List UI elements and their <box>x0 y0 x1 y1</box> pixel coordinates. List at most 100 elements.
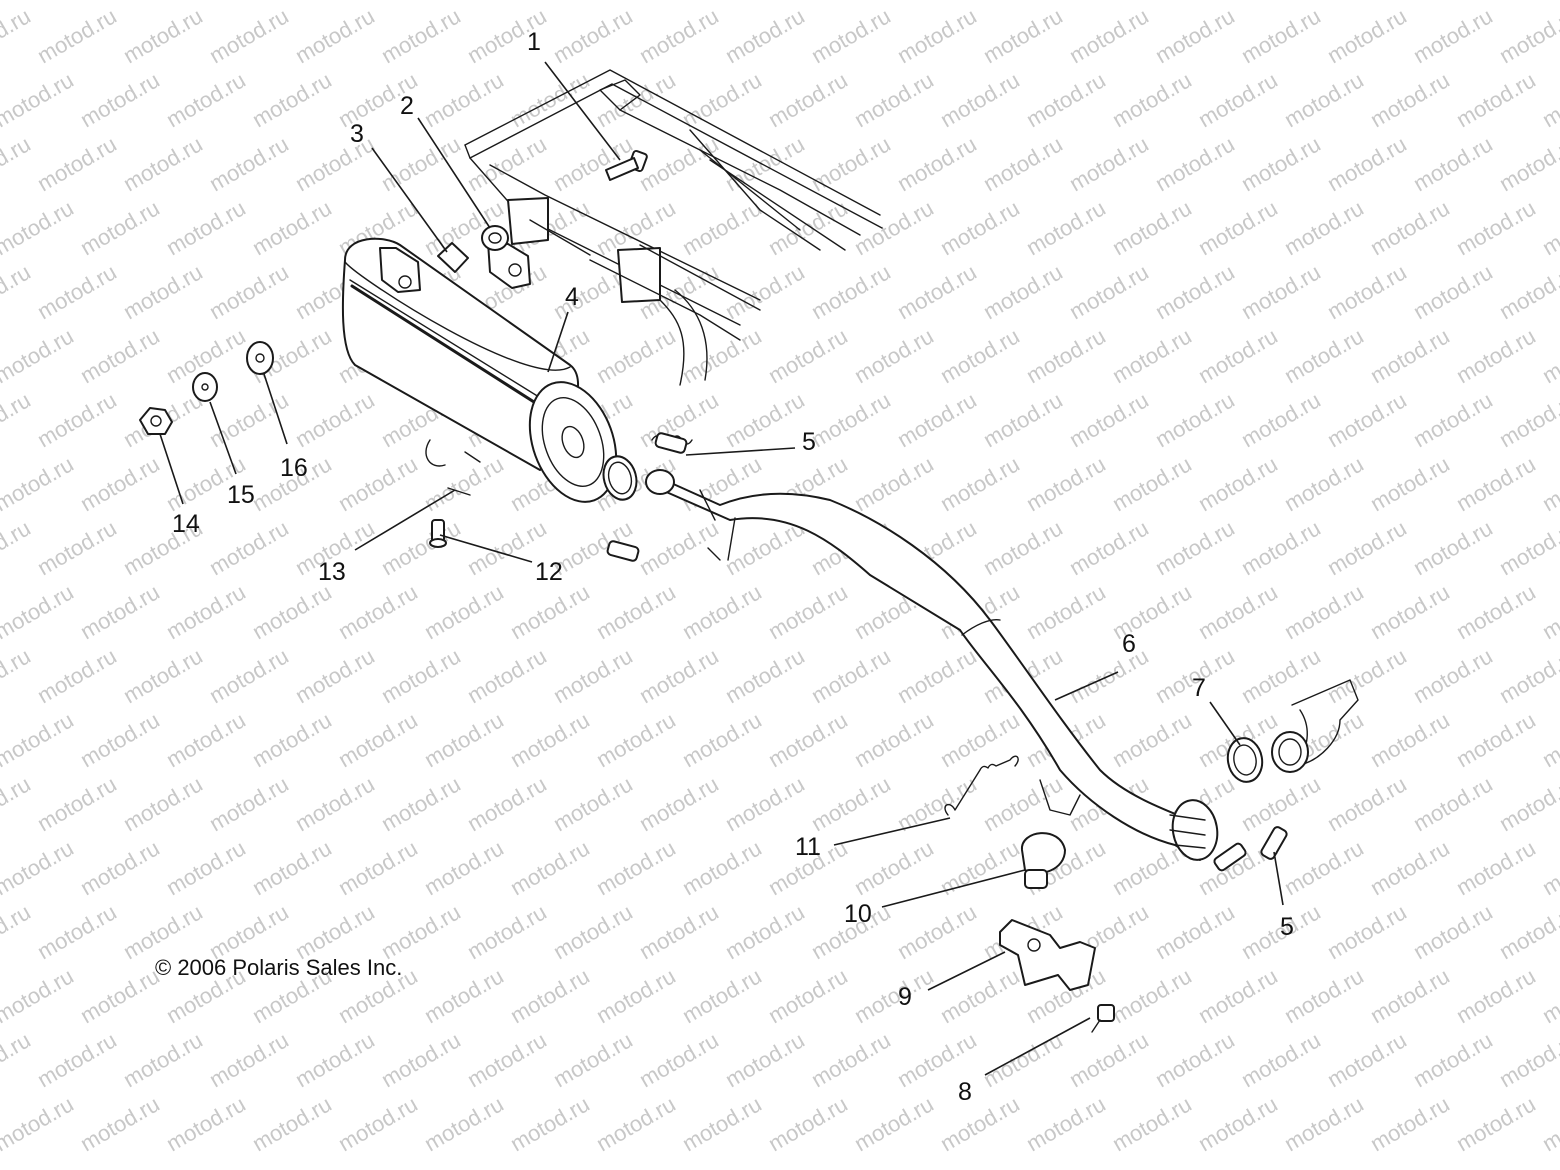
callout-7: 7 <box>1192 674 1206 702</box>
leader-lines <box>159 61 1284 1076</box>
callout-16: 16 <box>280 454 308 482</box>
watermark-text: motod.ru <box>1452 451 1540 516</box>
watermark-text: motod.ru <box>506 0 594 4</box>
watermark-text: motod.ru <box>291 387 379 452</box>
watermark-text: motod.ru <box>635 899 723 964</box>
watermark-text: motod.ru <box>420 1091 508 1156</box>
watermark-text: motod.ru <box>334 579 422 644</box>
spring-upper-left <box>606 540 640 562</box>
watermark-text: motod.ru <box>764 1091 852 1156</box>
watermark-text: motod.ru <box>377 131 465 196</box>
watermark-text: motod.ru <box>377 515 465 580</box>
watermark-text: motod.ru <box>1194 67 1282 132</box>
callout-14: 14 <box>172 510 200 538</box>
watermark-text: motod.ru <box>334 451 422 516</box>
watermark-text: motod.ru <box>1366 835 1454 900</box>
callout-13: 13 <box>318 558 346 586</box>
watermark-text: motod.ru <box>807 771 895 836</box>
watermark-text: motod.ru <box>76 579 164 644</box>
watermark-text: motod.ru <box>850 835 938 900</box>
callout-5-lower: 5 <box>1280 913 1294 941</box>
watermark-text: motod.ru <box>1409 515 1497 580</box>
watermark-text: motod.ru <box>1151 1027 1239 1092</box>
watermark-text: motod.ru <box>1194 451 1282 516</box>
bolt-small <box>1091 1004 1115 1033</box>
callout-1: 1 <box>527 28 541 56</box>
watermark-text: motod.ru <box>1151 515 1239 580</box>
watermark-text: motod.ru <box>1280 1091 1368 1156</box>
watermark-text: motod.ru <box>979 515 1067 580</box>
watermark-text: motod.ru <box>33 259 121 324</box>
watermark-text: motod.ru <box>33 131 121 196</box>
watermark-text: motod.ru <box>1280 835 1368 900</box>
watermark-text: motod.ru <box>592 579 680 644</box>
watermark-text: motod.ru <box>0 259 35 324</box>
watermark-text: motod.ru <box>1538 195 1560 260</box>
watermark-text: motod.ru <box>936 451 1024 516</box>
watermark-text: motod.ru <box>1108 67 1196 132</box>
watermark-text: motod.ru <box>0 0 78 4</box>
watermark-text: motod.ru <box>1151 131 1239 196</box>
watermark-text: motod.ru <box>1538 579 1560 644</box>
watermark-text: motod.ru <box>1022 1091 1110 1156</box>
watermark-text: motod.ru <box>850 707 938 772</box>
watermark-text: motod.ru <box>893 643 981 708</box>
watermark-text: motod.ru <box>248 707 336 772</box>
watermark-text: motod.ru <box>1194 323 1282 388</box>
watermark-text: motod.ru <box>893 3 981 68</box>
rubber-cap <box>1020 832 1066 889</box>
watermark-text: motod.ru <box>850 323 938 388</box>
watermark-text: motod.ru <box>721 771 809 836</box>
watermark-text: motod.ru <box>893 899 981 964</box>
exhaust-pipe <box>645 469 1219 861</box>
watermark-text: motod.ru <box>1366 707 1454 772</box>
watermark-text: motod.ru <box>1323 899 1411 964</box>
watermark-text: motod.ru <box>76 323 164 388</box>
watermark-text: motod.ru <box>76 1091 164 1156</box>
watermark-text: motod.ru <box>1237 1027 1325 1092</box>
watermark-text: motod.ru <box>1323 3 1411 68</box>
watermark-text: motod.ru <box>420 451 508 516</box>
watermark-text: motod.ru <box>635 3 723 68</box>
watermark-text: motod.ru <box>764 0 852 4</box>
watermark-text: motod.ru <box>1409 259 1497 324</box>
watermark-text: motod.ru <box>850 0 938 4</box>
watermark-text: motod.ru <box>291 771 379 836</box>
watermark-text: motod.ru <box>678 323 766 388</box>
watermark-text: motod.ru <box>162 835 250 900</box>
watermark-text: motod.ru <box>420 67 508 132</box>
watermark-text: motod.ru <box>0 835 78 900</box>
watermark-text: motod.ru <box>119 643 207 708</box>
watermark-text: motod.ru <box>162 1091 250 1156</box>
watermark-text: motod.ru <box>936 323 1024 388</box>
watermark-text: motod.ru <box>291 643 379 708</box>
watermark-text: motod.ru <box>248 579 336 644</box>
watermark-text: motod.ru <box>1495 515 1560 580</box>
watermark-text: motod.ru <box>592 323 680 388</box>
watermark-text: motod.ru <box>893 131 981 196</box>
watermark-text: motod.ru <box>678 195 766 260</box>
watermark-text: motod.ru <box>33 771 121 836</box>
watermark-text: motod.ru <box>1108 323 1196 388</box>
watermark-text: motod.ru <box>1366 451 1454 516</box>
watermark-text: motod.ru <box>1538 963 1560 1028</box>
watermark-text: motod.ru <box>76 67 164 132</box>
callout-6: 6 <box>1122 630 1136 658</box>
watermark-text: motod.ru <box>1495 3 1560 68</box>
watermark-text: motod.ru <box>1323 387 1411 452</box>
clevis-pin <box>429 519 447 548</box>
watermark-text: motod.ru <box>1366 67 1454 132</box>
watermark-text: motod.ru <box>1151 259 1239 324</box>
grommet <box>481 225 509 251</box>
watermark-text: motod.ru <box>377 643 465 708</box>
watermark-text: motod.ru <box>162 0 250 4</box>
watermark-text: motod.ru <box>592 0 680 4</box>
watermark-text: motod.ru <box>119 3 207 68</box>
watermark-text: motod.ru <box>1452 963 1540 1028</box>
watermark-text: motod.ru <box>678 0 766 4</box>
watermark-text: motod.ru <box>721 3 809 68</box>
watermark-text: motod.ru <box>0 3 35 68</box>
watermark-text: motod.ru <box>850 195 938 260</box>
watermark-text: motod.ru <box>1022 0 1110 4</box>
